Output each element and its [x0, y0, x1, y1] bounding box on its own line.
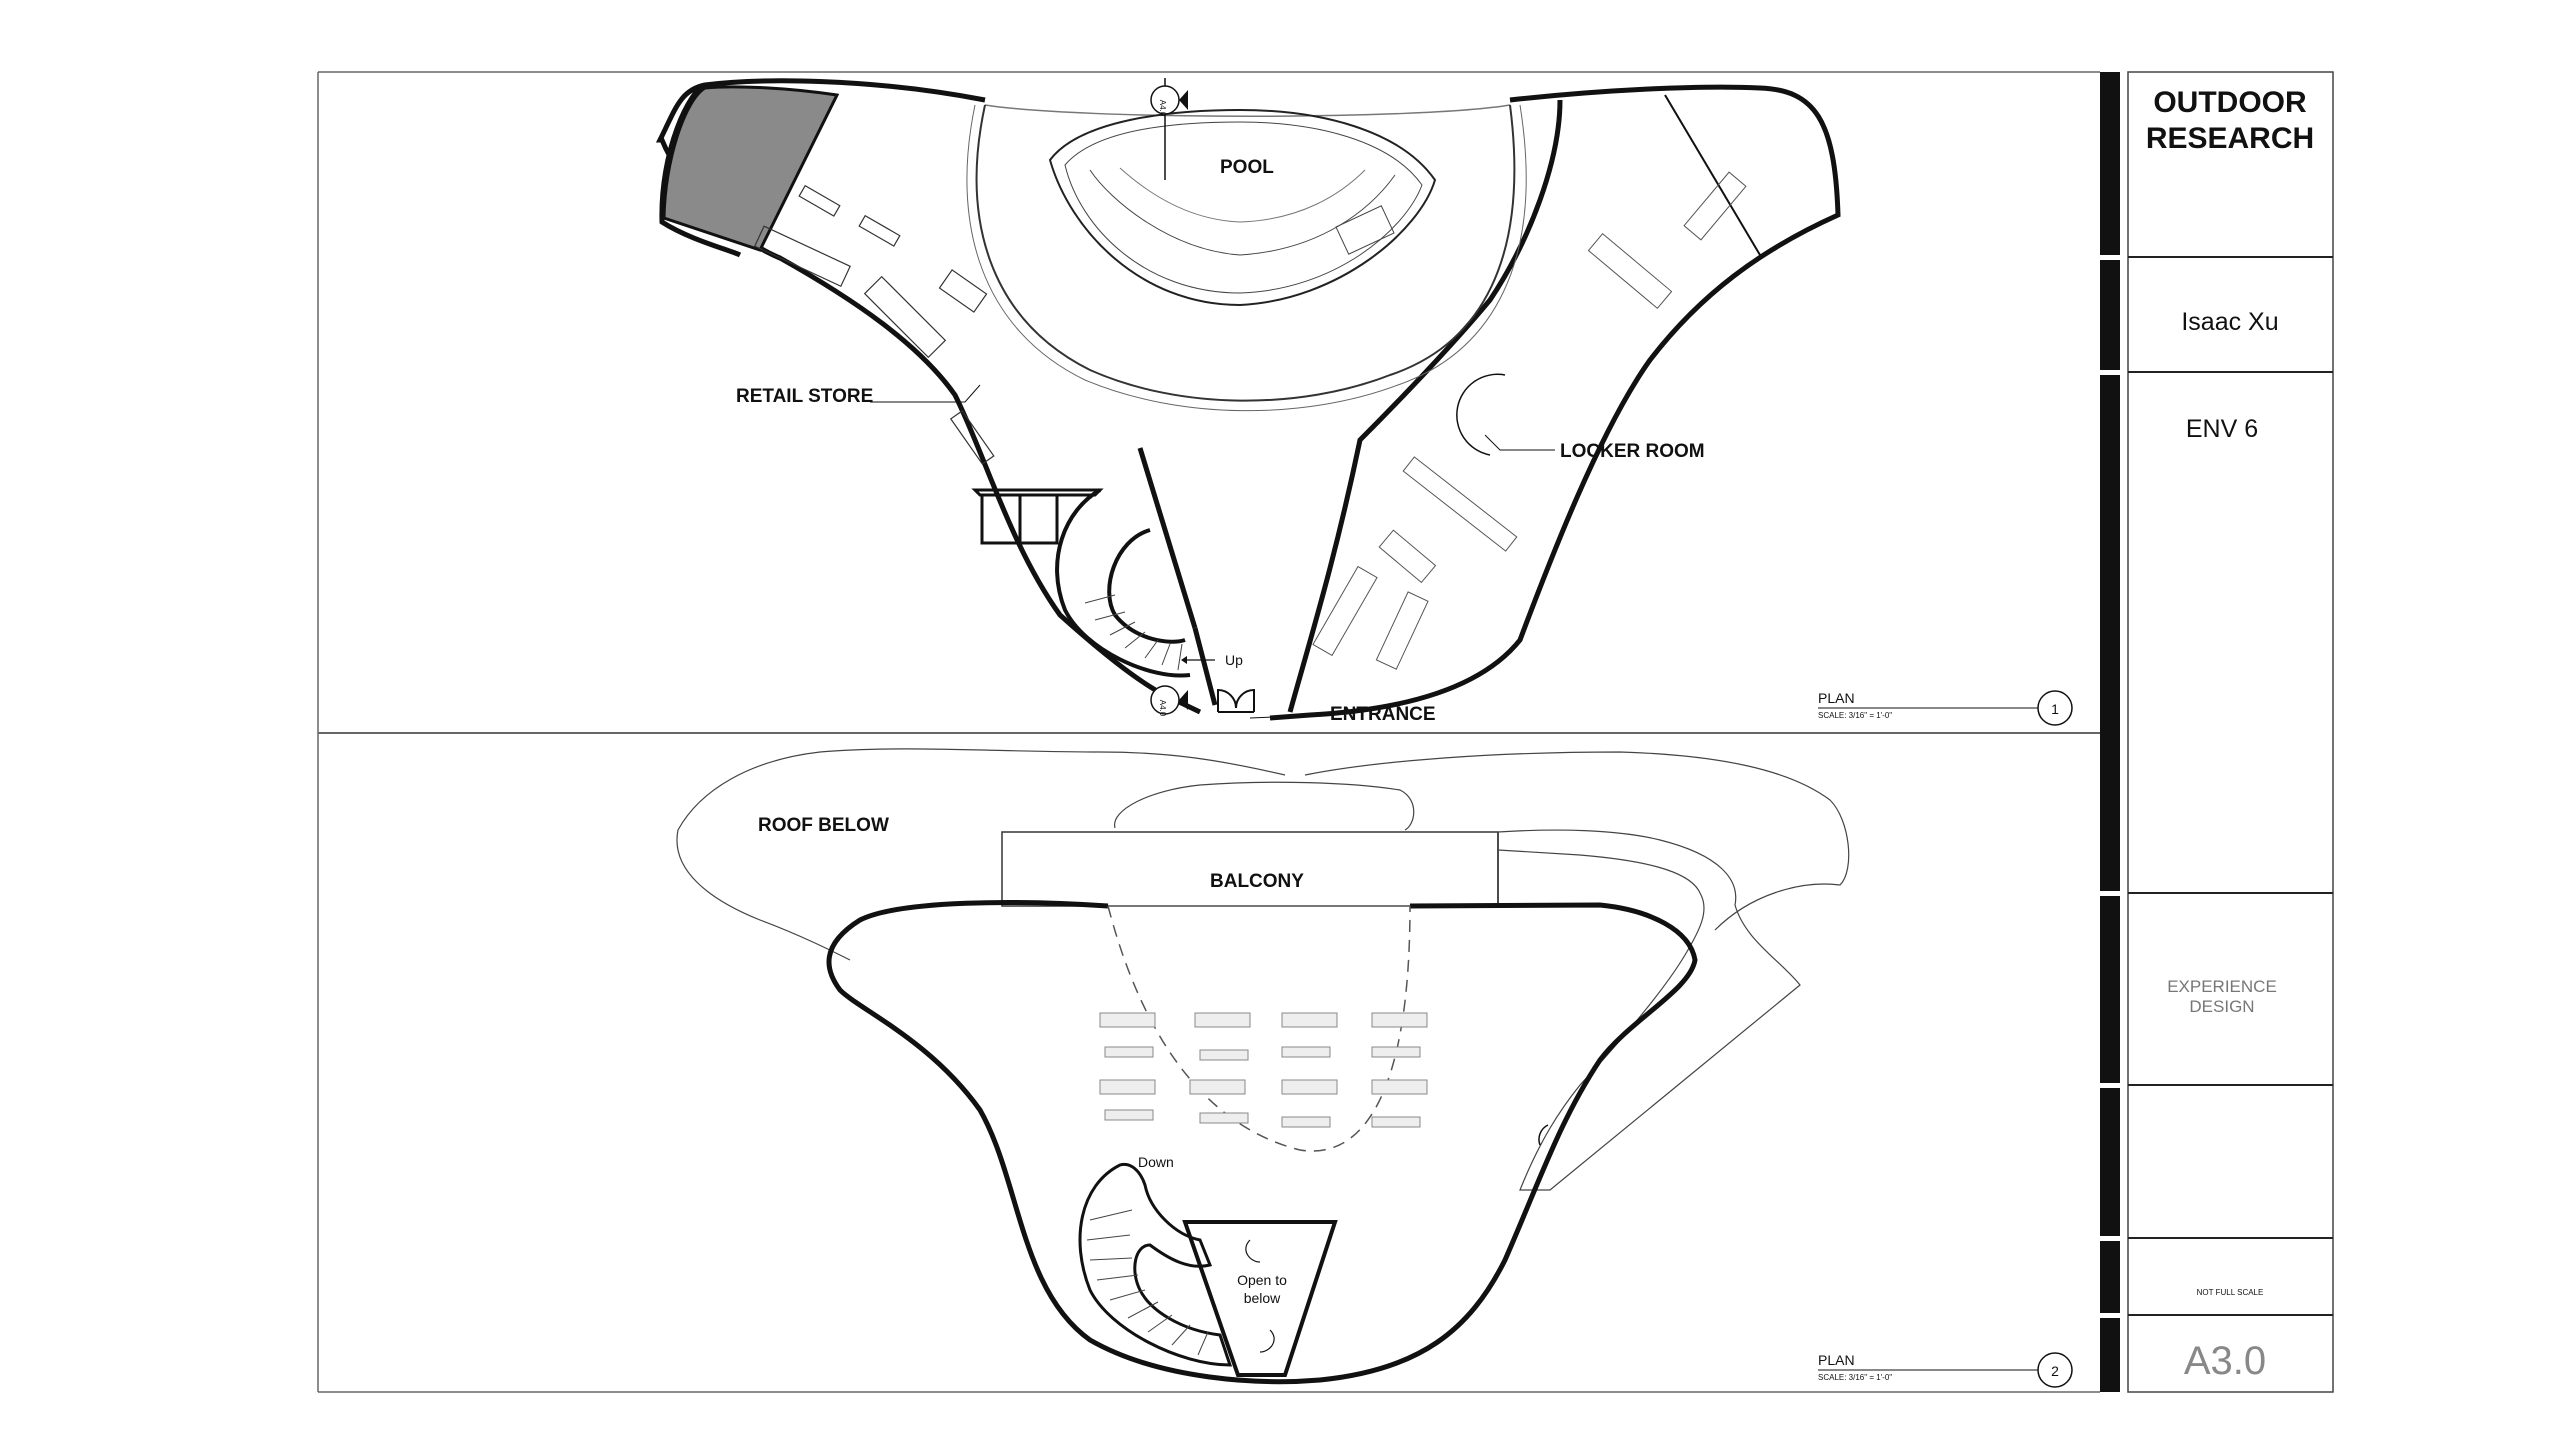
retail-fixtures — [753, 184, 995, 465]
plan-1: A4.0 A4.0 — [655, 78, 2073, 726]
locker-benches — [1312, 171, 1747, 670]
svg-text:2: 2 — [2051, 1363, 2059, 1379]
svg-text:A4.0: A4.0 — [1158, 100, 1167, 117]
svg-text:A4.0: A4.0 — [1158, 700, 1167, 717]
plan-2: Down Open to below ROOF BELOW BALCONY PL… — [676, 748, 2073, 1388]
svg-text:PLAN: PLAN — [1818, 1352, 1855, 1368]
open-line-1: Open to — [1237, 1272, 1287, 1288]
void-dashed-edge — [1107, 905, 1411, 1152]
plan1-left-wall — [655, 78, 1202, 715]
title-block-bar — [2100, 72, 2120, 1392]
entrance-label: ENTRANCE — [1330, 704, 1436, 725]
tables-grid — [1099, 1012, 1428, 1128]
plan2-caption: PLAN SCALE: 3/16" = 1'-0" 2 — [1818, 1352, 2073, 1388]
section-marker-top: A4.0 — [1150, 78, 1188, 180]
course-name: ENV 6 — [2186, 415, 2258, 443]
retail-label: RETAIL STORE — [736, 386, 873, 407]
plan1-caption: PLAN SCALE: 3/16" = 1'-0" 1 — [1818, 690, 2073, 726]
open-line-2: below — [1244, 1290, 1281, 1306]
section-marker-bottom: A4.0 — [1150, 685, 1188, 717]
plan1-right-wall — [1269, 84, 1841, 721]
open-to-below — [1182, 1220, 1338, 1377]
category-line2: DESIGN — [2189, 997, 2254, 1016]
balcony — [1001, 831, 1499, 907]
plan1-grey-corner — [662, 85, 840, 252]
stair-down-treads — [1086, 1209, 1209, 1356]
roof-outline — [676, 748, 1286, 961]
scale-note: NOT FULL SCALE — [2197, 1288, 2264, 1297]
up-label: Up — [1225, 652, 1243, 668]
pool-label: POOL — [1220, 157, 1274, 178]
drawing-frame — [317, 71, 2100, 1393]
roof-label: ROOF BELOW — [758, 815, 889, 836]
pool-outline — [1048, 108, 1437, 307]
locker-label: LOCKER ROOM — [1560, 441, 1705, 462]
project-title-line2: RESEARCH — [2146, 122, 2314, 155]
ramp-path — [1497, 829, 1801, 1191]
svg-text:PLAN: PLAN — [1818, 690, 1855, 706]
svg-text:SCALE: 3/16" = 1'-0": SCALE: 3/16" = 1'-0" — [1818, 1373, 1892, 1382]
sheet-number: A3.0 — [2184, 1339, 2266, 1383]
stair-treads — [1084, 594, 1183, 671]
down-label: Down — [1138, 1154, 1174, 1170]
entrance-doors — [1217, 688, 1255, 713]
title-block: OUTDOOR RESEARCH Isaac Xu ENV 6 EXPERIEN… — [2100, 71, 2334, 1393]
plan2-main-wall — [826, 900, 1698, 1385]
author-name: Isaac Xu — [2181, 308, 2278, 336]
svg-text:1: 1 — [2051, 701, 2059, 717]
locker-leader — [1484, 434, 1555, 451]
svg-text:SCALE: 3/16" = 1'-0": SCALE: 3/16" = 1'-0" — [1818, 711, 1892, 720]
category-line1: EXPERIENCE — [2167, 977, 2277, 996]
stair-down — [1078, 1162, 1233, 1367]
project-title-line1: OUTDOOR — [2153, 86, 2307, 119]
retail-leader — [870, 384, 981, 403]
balcony-label: BALCONY — [1210, 871, 1304, 892]
pool-deck-arc — [975, 104, 1516, 402]
entrance-leader — [1249, 714, 1321, 719]
